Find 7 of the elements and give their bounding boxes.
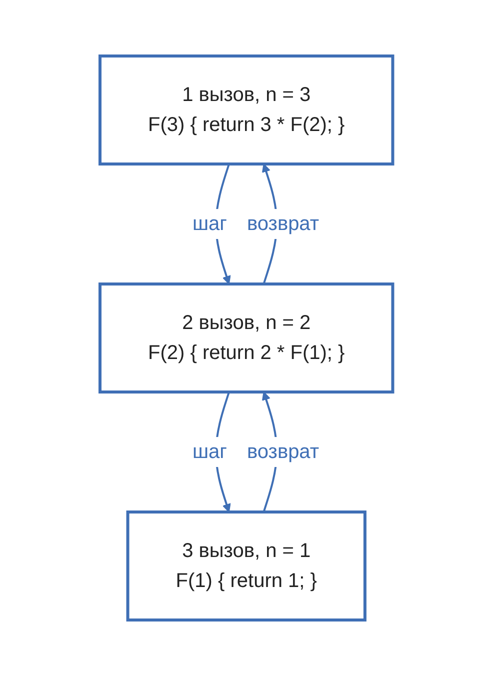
node-box: 3 вызов, n = 1 F(1) { return 1; } bbox=[126, 510, 367, 621]
edge-label: возврат bbox=[247, 440, 320, 462]
edge-label: шаг bbox=[192, 440, 228, 462]
node-box: 1 вызов, n = 3 F(3) { return 3 * F(2); } bbox=[98, 54, 394, 165]
node-box: 2 вызов, n = 2 F(2) { return 2 * F(1); } bbox=[98, 282, 394, 393]
edge-label: возврат bbox=[247, 212, 320, 234]
edge-label: шаг bbox=[192, 212, 228, 234]
